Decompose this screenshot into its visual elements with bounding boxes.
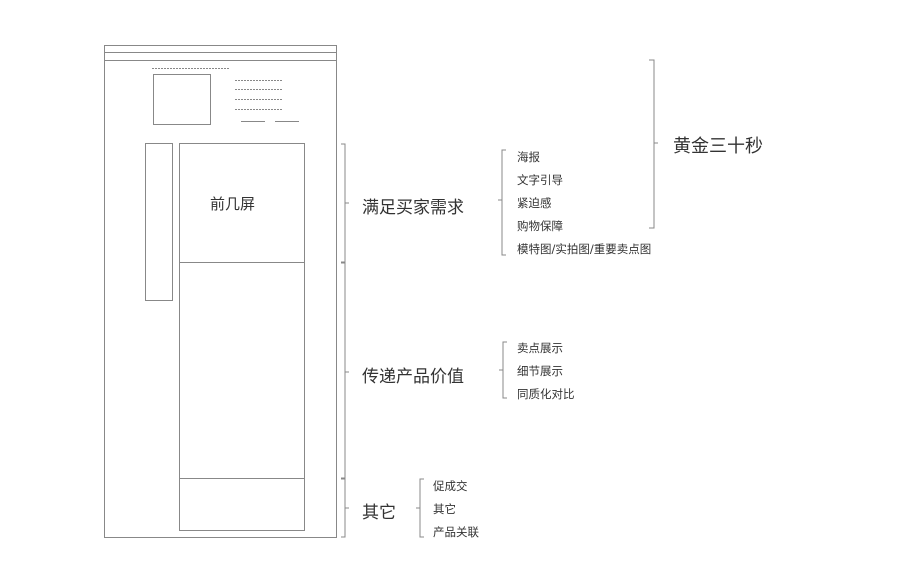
list-item: 紧迫感 bbox=[517, 196, 552, 210]
item-braces bbox=[416, 59, 658, 538]
section-label-product-value: 传递产品价值 bbox=[362, 367, 464, 387]
first-screens-label: 前几屏 bbox=[210, 195, 256, 213]
list-item: 产品关联 bbox=[433, 525, 479, 539]
list-item: 购物保障 bbox=[517, 219, 563, 233]
section-braces bbox=[341, 143, 349, 538]
golden-thirty-seconds-label: 黄金三十秒 bbox=[673, 136, 763, 157]
list-item: 模特图/实拍图/重要卖点图 bbox=[517, 242, 652, 256]
phone-wireframe bbox=[104, 45, 337, 538]
section-label-buyer-needs: 满足买家需求 bbox=[362, 198, 464, 218]
list-item: 细节展示 bbox=[517, 364, 563, 378]
list-item: 海报 bbox=[517, 150, 540, 164]
list-item: 促成交 bbox=[433, 479, 468, 493]
list-item: 同质化对比 bbox=[517, 387, 575, 401]
section-label-other: 其它 bbox=[362, 503, 396, 523]
list-item: 文字引导 bbox=[517, 173, 563, 187]
list-item: 卖点展示 bbox=[517, 341, 563, 355]
list-item: 其它 bbox=[433, 502, 456, 516]
